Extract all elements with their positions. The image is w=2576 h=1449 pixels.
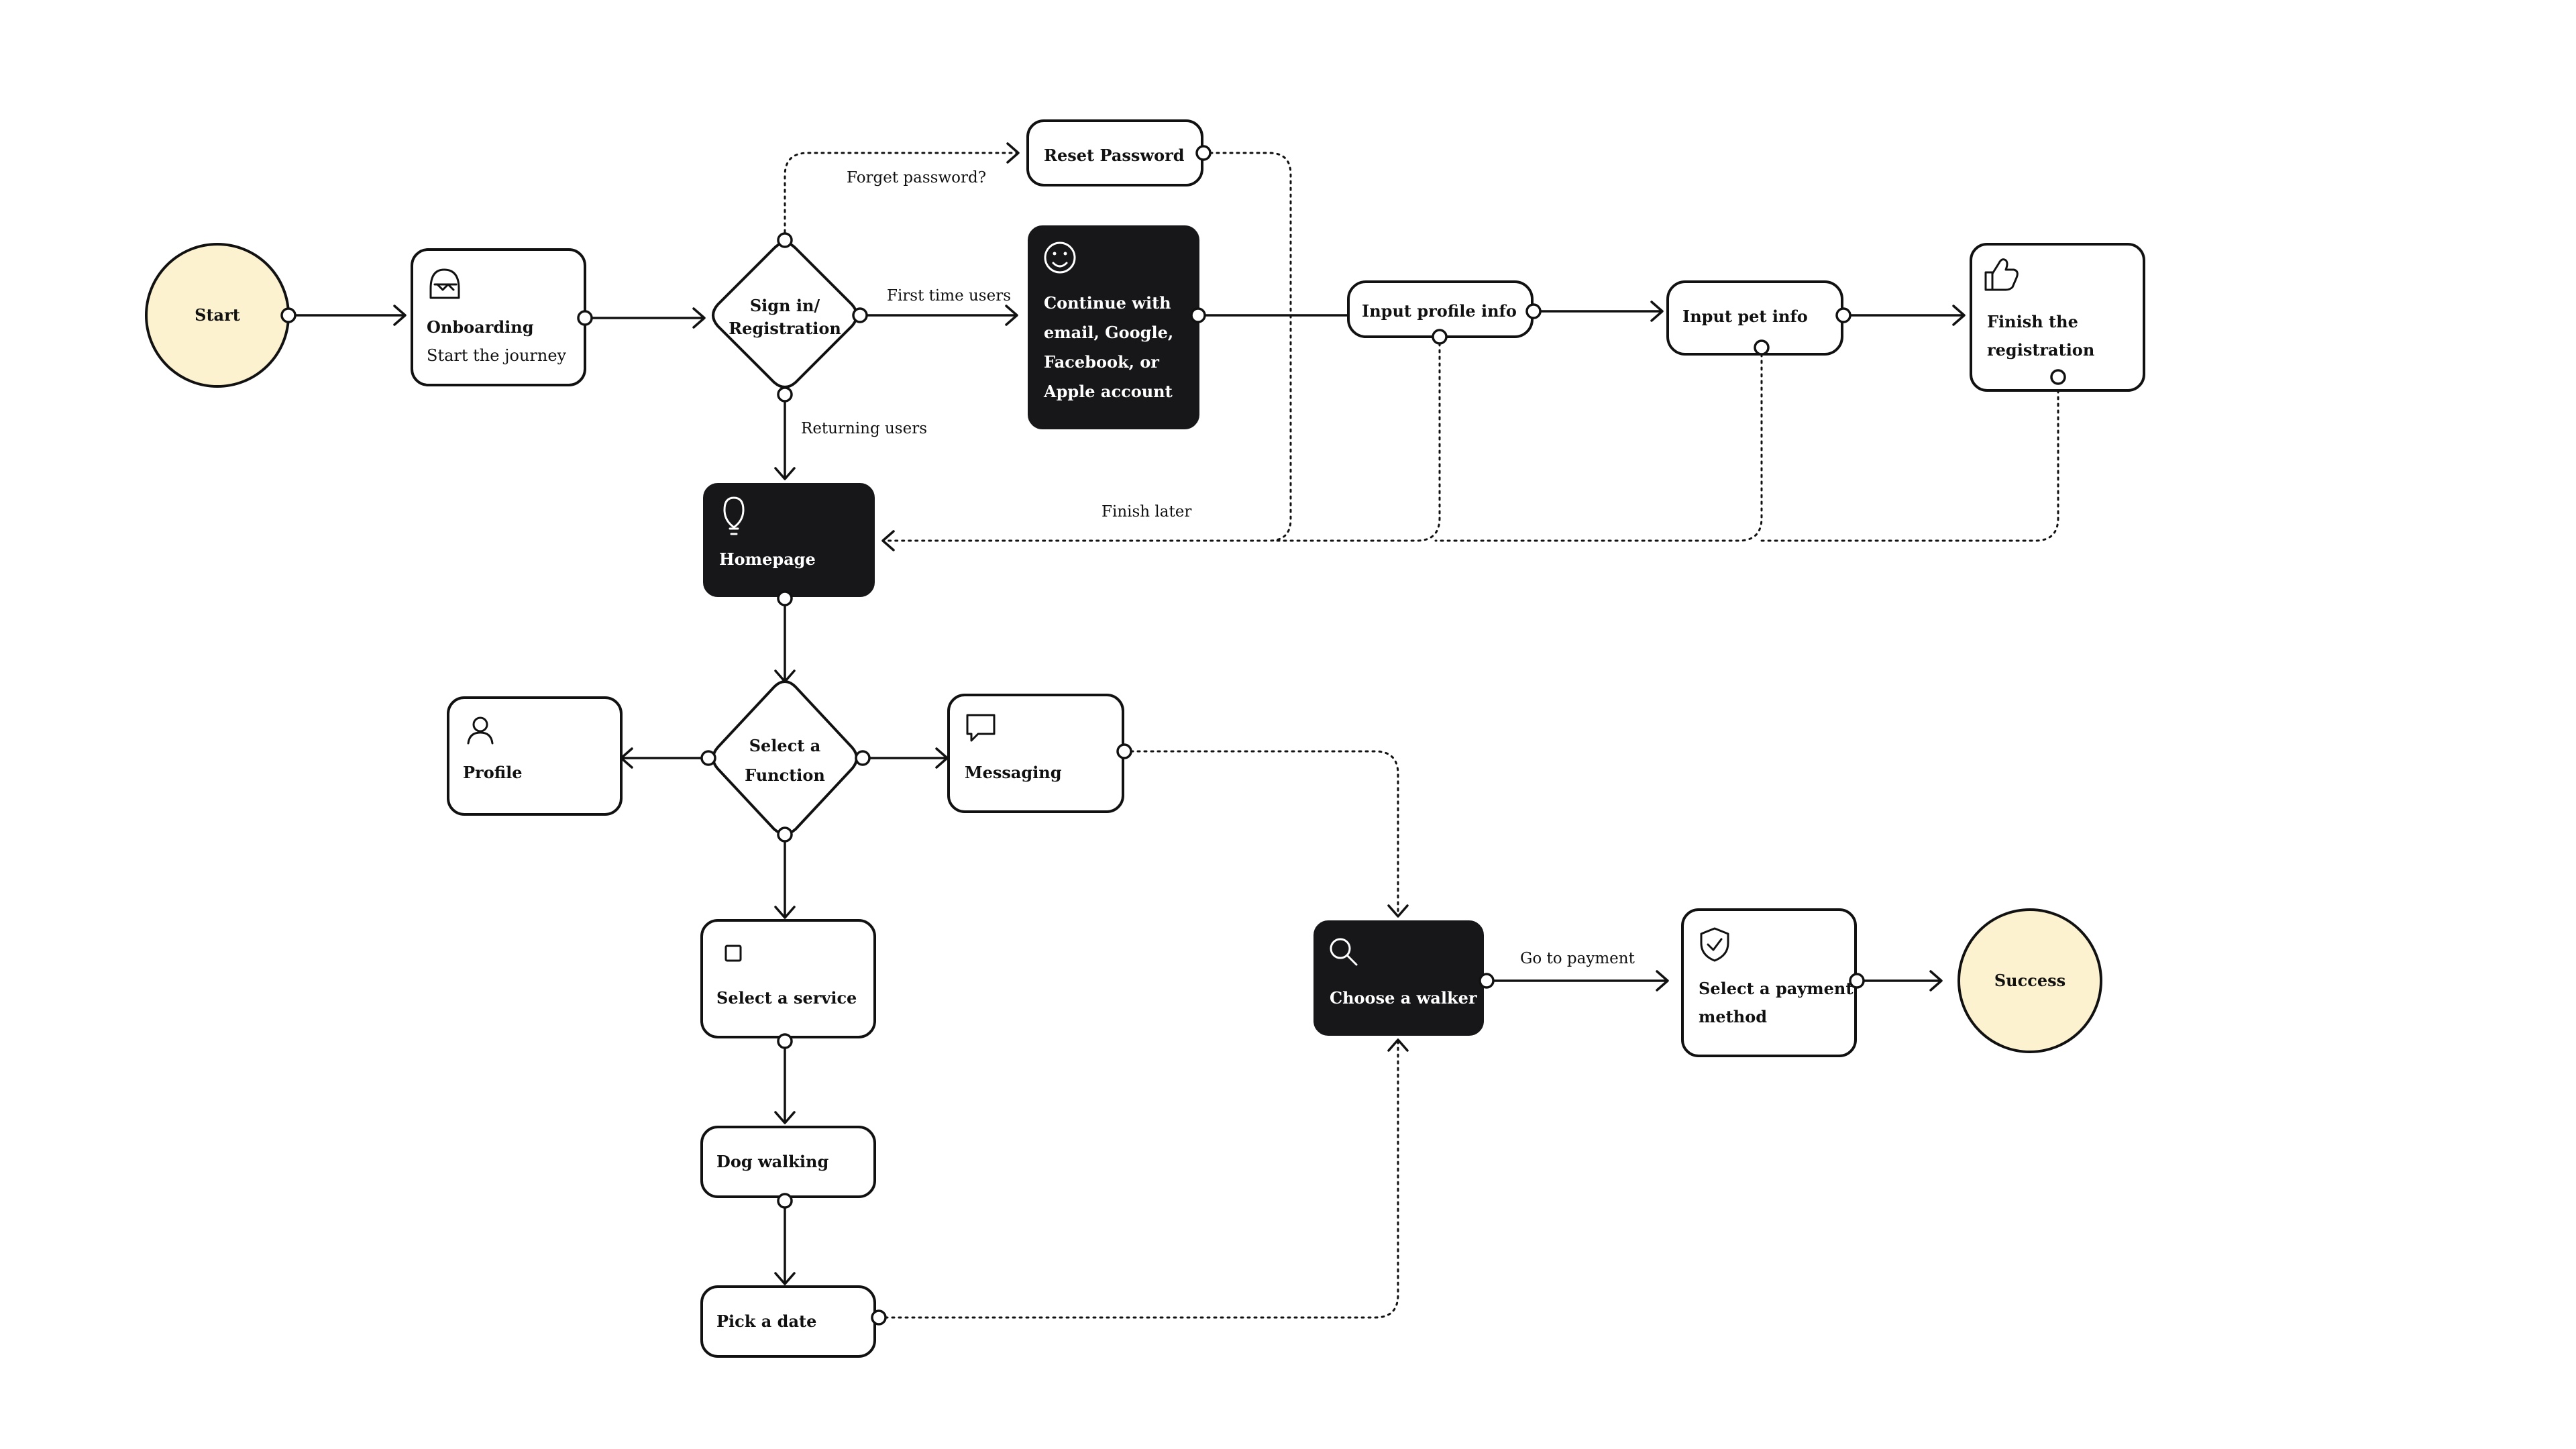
sign-in-line2: Registration xyxy=(729,319,841,338)
edge-date-walker xyxy=(877,1040,1399,1319)
node-success[interactable]: Success xyxy=(1957,908,2102,1053)
connection-ports xyxy=(280,145,2066,1326)
port xyxy=(777,232,793,248)
search-icon xyxy=(1330,938,1358,966)
choose-walker-label: Choose a walker xyxy=(1330,988,1477,1008)
label-go-to-payment: Go to payment xyxy=(1520,950,1635,967)
payment-line-1: Select a payment xyxy=(1699,979,1853,998)
onboarding-face-icon xyxy=(429,268,460,299)
edge-reset-homepage xyxy=(883,152,1292,542)
port xyxy=(700,750,716,766)
messaging-label: Messaging xyxy=(965,763,1062,782)
node-homepage[interactable]: Homepage xyxy=(703,483,875,597)
shield-check-icon xyxy=(1700,927,1729,962)
port xyxy=(1479,973,1495,989)
node-messaging[interactable]: Messaging xyxy=(947,694,1124,813)
onboarding-subtitle: Start the journey xyxy=(427,346,567,365)
node-finish-registration[interactable]: Finish the registration xyxy=(1970,243,2145,392)
continue-line-2: email, Google, xyxy=(1044,323,1173,342)
sign-in-line1: Sign in/ xyxy=(750,296,820,315)
edge-profileinfo-homepage xyxy=(1273,335,1441,542)
port xyxy=(852,307,868,323)
label-first-time-users: First time users xyxy=(887,287,1011,305)
smiley-icon xyxy=(1044,241,1076,274)
node-start[interactable]: Start xyxy=(145,243,290,388)
port xyxy=(2050,369,2066,385)
edge-finish-homepage xyxy=(1756,376,2059,542)
node-dog-walking[interactable]: Dog walking xyxy=(700,1126,876,1198)
profile-label: Profile xyxy=(463,763,523,782)
dog-walking-label: Dog walking xyxy=(716,1152,828,1171)
continue-line-1: Continue with xyxy=(1044,293,1171,313)
lightbulb-icon xyxy=(723,496,745,535)
onboarding-title: Onboarding xyxy=(427,317,534,337)
port xyxy=(1432,329,1448,345)
homepage-label: Homepage xyxy=(719,549,816,569)
continue-line-4: Apple account xyxy=(1043,382,1173,401)
node-payment-method[interactable]: Select a payment method xyxy=(1681,908,1857,1057)
node-sign-in[interactable]: Sign in/ Registration xyxy=(712,241,858,388)
port xyxy=(577,310,593,326)
node-continue-with[interactable]: Continue with email, Google, Facebook, o… xyxy=(1028,225,1199,429)
port xyxy=(1835,307,1851,323)
port xyxy=(871,1309,887,1326)
node-choose-walker[interactable]: Choose a walker xyxy=(1313,920,1484,1036)
label-finish-later: Finish later xyxy=(1102,503,1191,521)
continue-line-3: Facebook, or xyxy=(1044,352,1159,372)
node-profile[interactable]: Profile xyxy=(447,696,623,816)
edge-messaging-walker xyxy=(1123,750,1399,916)
port xyxy=(1190,307,1206,323)
input-pet-label: Input pet info xyxy=(1682,307,1808,326)
edge-petinfo-homepage xyxy=(1434,346,1763,542)
reset-password-label: Reset Password xyxy=(1044,146,1185,165)
dotted-edges xyxy=(784,142,2059,1319)
thumbs-up-icon xyxy=(1984,258,2019,291)
finish-line-2: registration xyxy=(1987,340,2094,360)
input-profile-label: Input profile info xyxy=(1362,301,1517,321)
node-pick-date[interactable]: Pick a date xyxy=(700,1285,876,1358)
port xyxy=(777,826,793,843)
success-label: Success xyxy=(1994,971,2065,990)
port xyxy=(855,750,871,766)
port xyxy=(777,1033,793,1049)
node-input-profile[interactable]: Input profile info xyxy=(1347,280,1534,338)
port xyxy=(777,1193,793,1209)
finish-line-1: Finish the xyxy=(1987,312,2078,331)
square-icon xyxy=(724,945,742,962)
pick-date-label: Pick a date xyxy=(716,1311,816,1331)
node-onboarding[interactable]: Onboarding Start the journey xyxy=(411,248,586,386)
payment-line-2: method xyxy=(1699,1007,1767,1026)
select-service-label: Select a service xyxy=(716,988,857,1008)
node-select-service[interactable]: Select a service xyxy=(700,919,876,1038)
user-icon xyxy=(467,716,494,745)
port xyxy=(1849,973,1865,989)
label-forget-password: Forget password? xyxy=(847,169,986,186)
port xyxy=(1195,145,1212,161)
node-reset-password[interactable]: Reset Password xyxy=(1026,119,1203,186)
port xyxy=(777,590,793,606)
port xyxy=(1116,743,1132,759)
label-returning-users: Returning users xyxy=(801,420,927,437)
port xyxy=(1525,303,1542,319)
port xyxy=(1754,339,1770,356)
node-select-function[interactable]: Select a Function xyxy=(712,680,858,835)
solid-edges xyxy=(288,301,1966,1285)
edge-signin-reset xyxy=(784,152,1018,240)
port xyxy=(777,386,793,402)
select-function-line2: Function xyxy=(745,765,825,785)
port xyxy=(280,307,297,323)
edge-labels: Forget password? First time users Return… xyxy=(801,169,1635,967)
node-input-pet[interactable]: Input pet info xyxy=(1666,280,1843,356)
start-label: Start xyxy=(195,305,240,325)
chat-icon xyxy=(966,714,996,742)
select-function-line1: Select a xyxy=(749,736,821,755)
